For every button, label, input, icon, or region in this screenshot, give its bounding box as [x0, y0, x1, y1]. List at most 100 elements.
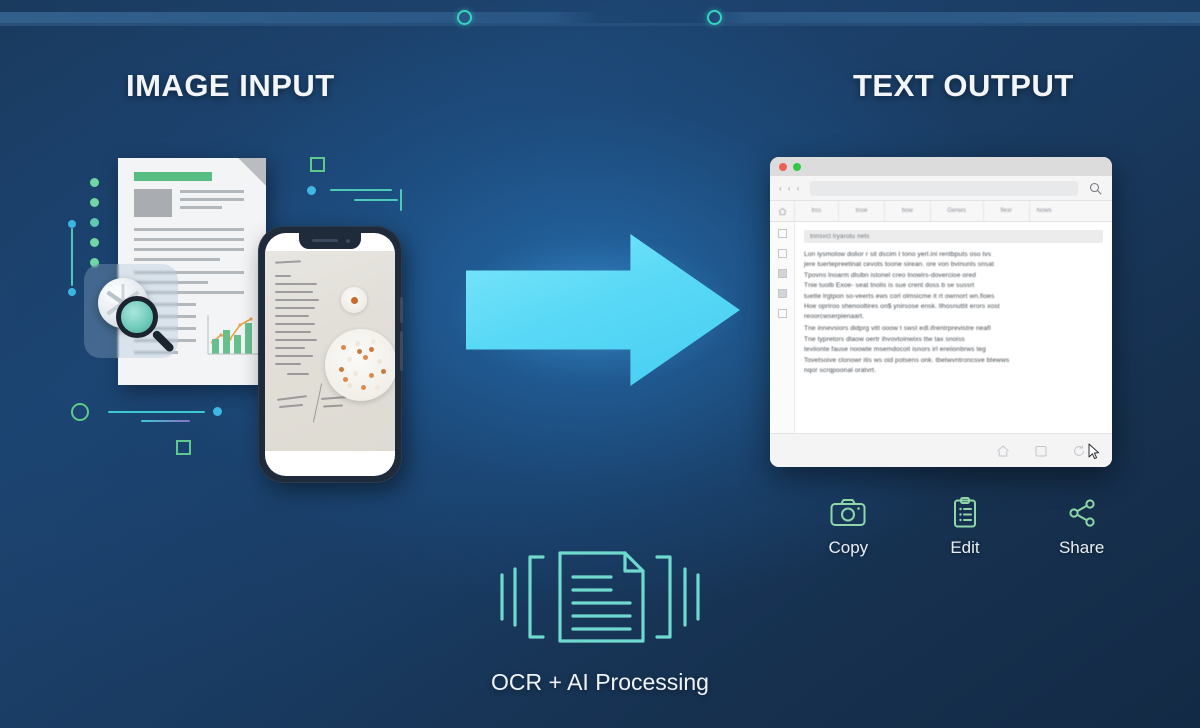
deco-dot-mid [307, 186, 316, 195]
action-share[interactable]: Share [1034, 497, 1130, 558]
deco-square-bottom [176, 440, 191, 455]
window-bottom-toolbar[interactable] [770, 433, 1112, 467]
deco-dot-blue-top [68, 220, 76, 228]
phone-screen [265, 233, 395, 476]
document-text-line [180, 190, 244, 193]
maximize-icon[interactable] [793, 163, 801, 171]
window-content: tnnsvct lryarotu nets Lon iysmolow dolio… [795, 222, 1112, 433]
tab-item-4[interactable]: Genws [931, 201, 984, 221]
home-icon[interactable] [996, 444, 1010, 458]
clipboard-list-icon[interactable] [947, 497, 983, 529]
deco-dot-5 [90, 258, 99, 267]
image-search-icon [84, 264, 178, 358]
tab-item-1[interactable]: bss [795, 201, 839, 221]
deco-square-top [310, 157, 325, 172]
deco-line-3 [400, 189, 402, 211]
page-title-image-input: IMAGE INPUT [126, 68, 335, 103]
document-text-line [134, 228, 244, 231]
document-text-line [134, 291, 244, 294]
sidebar-item-grid-icon[interactable] [777, 289, 787, 298]
camera-icon[interactable] [830, 497, 866, 529]
ocr-label: OCR + AI Processing [491, 669, 709, 695]
deco-line-2 [354, 199, 398, 201]
window-addressbar: ‹ ‹ ‹ [770, 176, 1112, 201]
url-input[interactable] [810, 181, 1078, 196]
close-icon[interactable] [779, 163, 787, 171]
document-text-line [134, 258, 220, 261]
deco-dot-right [213, 407, 222, 416]
document-text-line [134, 271, 244, 274]
smartphone-illustration [258, 226, 403, 483]
top-node-circle-2 [707, 10, 722, 25]
page-title-text-output: TEXT OUTPUT [853, 68, 1074, 103]
window-body: tnnsvct lryarotu nets Lon iysmolow dolio… [770, 222, 1112, 433]
top-decorative-underline [0, 23, 1200, 26]
phone-camera-icon [346, 239, 350, 243]
action-copy[interactable]: Copy [800, 497, 896, 558]
deco-dot-blue-bottom [68, 288, 76, 296]
top-decorative-band [0, 12, 1200, 23]
scan-document-icon [500, 551, 700, 643]
document-corner-fold [238, 158, 266, 186]
window-sidebar[interactable] [770, 222, 795, 433]
deco-line-1 [330, 189, 392, 191]
spice-dot [350, 296, 358, 304]
window-tabbar[interactable]: bss tnoe bow Genws fiexr Nows [770, 201, 1112, 222]
deco-dot-4 [90, 238, 99, 247]
phone-photo-recipe-note [265, 251, 395, 451]
sidebar-item-square-icon[interactable] [777, 249, 787, 258]
small-bowl [341, 287, 367, 313]
flow-arrow [440, 230, 750, 390]
document-green-header [134, 172, 212, 181]
document-line: Tnie tuolb Exoe- seat tnolis is sue cren… [804, 282, 975, 290]
phone-side-button [400, 297, 403, 323]
document-line: Tne typretors dlaow oertr ihvovtoinwixs … [804, 335, 965, 343]
sidebar-item-panel-icon[interactable] [777, 269, 787, 278]
share-nodes-icon[interactable] [1064, 497, 1100, 529]
phone-speaker [312, 239, 338, 242]
action-edit[interactable]: Edit [917, 497, 1013, 558]
document-line: nqor scrqpoonal oratvrt. [804, 366, 877, 374]
document-line: Lon iysmolow dolior r sit dscim t tono y… [804, 251, 992, 258]
deco-dot-1 [90, 178, 99, 187]
action-share-label: Share [1058, 538, 1105, 557]
tab-item-3[interactable]: bow [885, 201, 931, 221]
magnifier-handle-icon [151, 329, 176, 354]
document-text-line [134, 248, 244, 251]
document-title: tnnsvct lryarotu nets [810, 233, 870, 240]
tab-item-6[interactable]: Nows [1036, 208, 1052, 214]
deco-line-4 [108, 411, 205, 413]
tab-home-icon[interactable] [770, 201, 795, 221]
action-edit-label: Edit [950, 538, 980, 557]
document-line: Tne innevsiors didprg vitt ooow t swst e… [804, 325, 991, 333]
deco-circle-bottom [71, 403, 89, 421]
tab-item-2[interactable]: tnoe [839, 201, 886, 221]
text-output-window[interactable]: ‹ ‹ ‹ bss tnoe bow Genws fiexr Nows [770, 157, 1112, 467]
sidebar-item-list-icon[interactable] [777, 309, 787, 318]
search-icon[interactable] [1089, 182, 1102, 195]
document-line: tuette lrgtpon so-veerts ews corl olmsic… [804, 292, 995, 300]
document-text-line [134, 238, 244, 241]
cereal-bowl [325, 329, 395, 401]
document-line: reoorcwserpienaart. [804, 313, 865, 321]
document-image-block [134, 189, 172, 217]
document-line: jere tuertepreetinat cevots toone sirean… [804, 261, 995, 269]
nav-arrows-icon[interactable]: ‹ ‹ ‹ [779, 184, 802, 193]
document-bar-chart [206, 313, 260, 359]
deco-dot-2 [90, 198, 99, 207]
sidebar-item-square-icon[interactable] [777, 229, 787, 238]
document-text-line [180, 206, 222, 209]
action-copy-label: Copy [828, 538, 869, 557]
deco-dot-3 [90, 218, 99, 227]
phone-side-button [400, 331, 403, 371]
deco-vline [71, 228, 73, 286]
deco-line-5 [141, 420, 190, 422]
tab-item-5[interactable]: fiexr [984, 201, 1030, 221]
document-line: Hoe opriroo shenooltires on$ ynirsose en… [804, 303, 1000, 311]
tabs-icon[interactable] [1034, 444, 1048, 458]
refresh-icon[interactable] [1072, 444, 1086, 458]
magnifier-lens-icon [116, 296, 158, 338]
ocr-processing-block: OCR + AI Processing [470, 545, 730, 696]
document-paragraph: Lon iysmolow dolior r sit dscim t tono y… [804, 250, 1103, 376]
